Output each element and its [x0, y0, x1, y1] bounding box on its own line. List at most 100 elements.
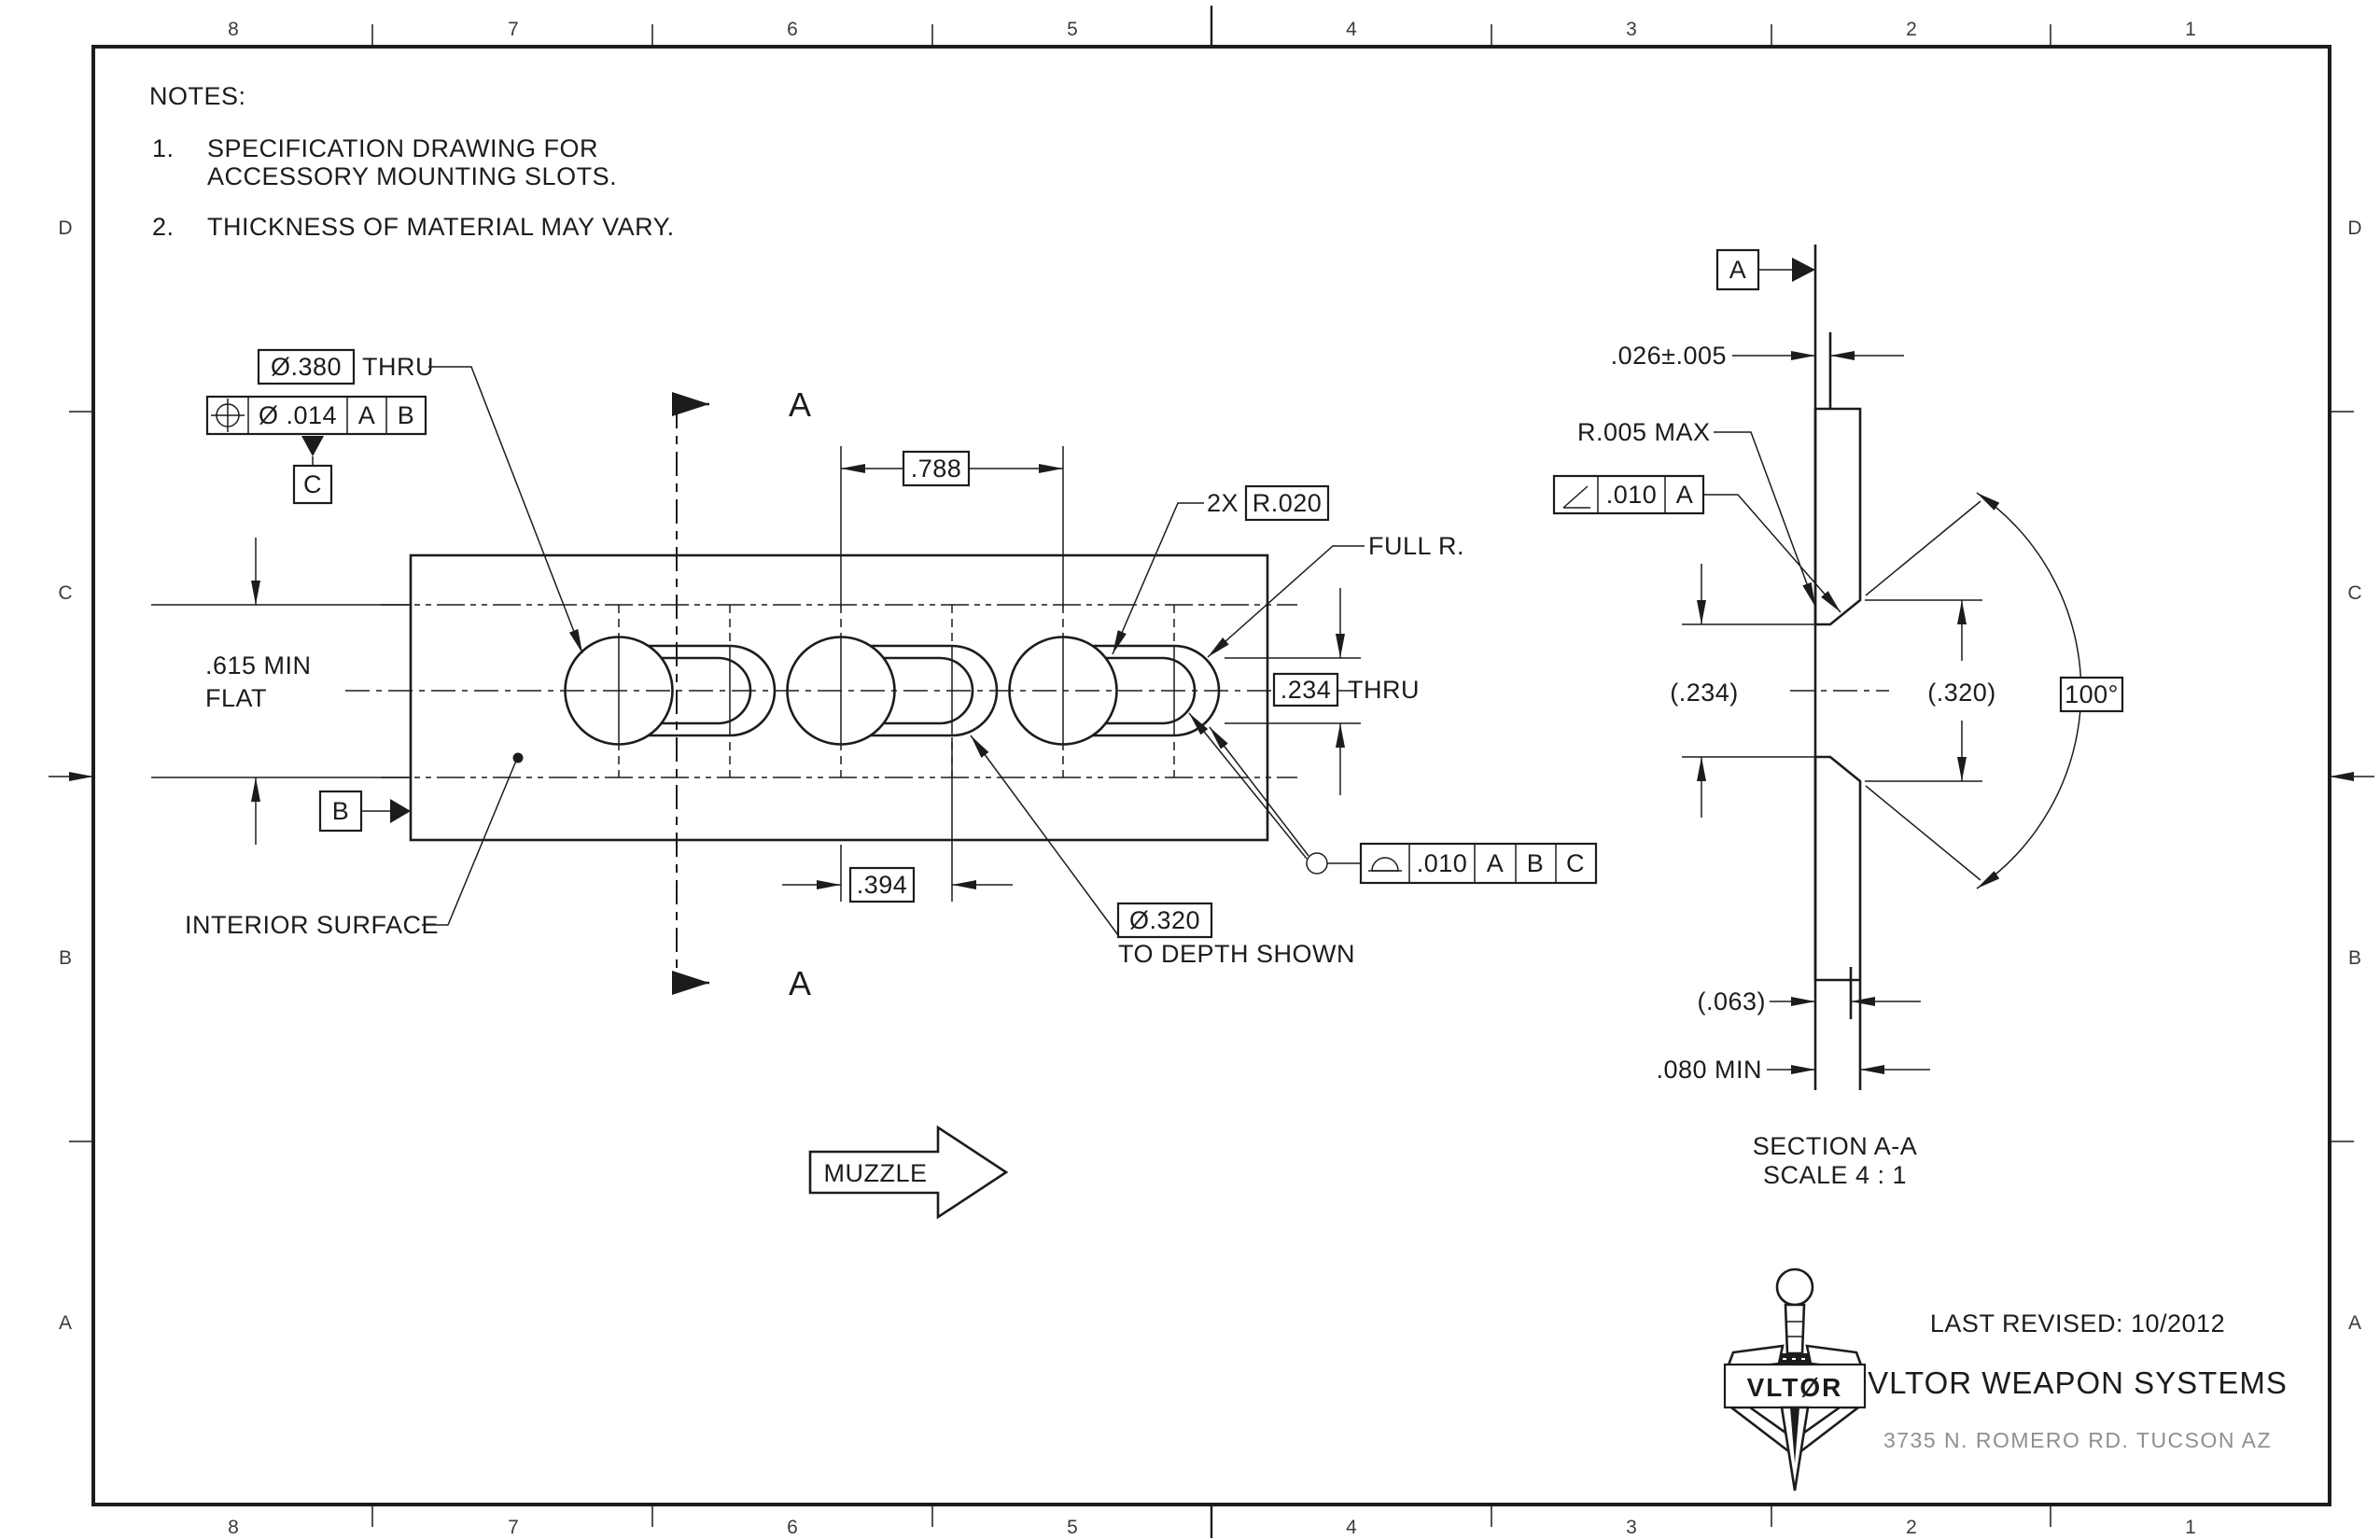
company-name: VLTOR WEAPON SYSTEMS	[1868, 1365, 2288, 1400]
callout-full-r: FULL R.	[1207, 532, 1464, 658]
note-2-line-1: THICKNESS OF MATERIAL MAY VARY.	[207, 213, 675, 241]
interior-surface-callout: INTERIOR SURFACE	[185, 752, 524, 939]
callout-r020: 2X R.020	[1112, 484, 1330, 655]
zone-bot-5: 5	[1067, 1517, 1078, 1538]
profile-fcf: .010 A B C	[1188, 712, 1598, 885]
zone-ticks-sides	[49, 411, 2374, 1142]
section-label-bottom: A	[789, 964, 812, 1002]
zone-right-a: A	[2348, 1312, 2361, 1334]
zone-bot-2: 2	[1906, 1517, 1917, 1538]
dim-788-value: .788	[911, 455, 962, 483]
note-1-line-1: SPECIFICATION DRAWING FOR	[207, 134, 598, 162]
position-datum-2: B	[398, 401, 415, 429]
vltor-logo-icon: VLTØR	[1723, 1267, 1867, 1491]
dim-320-ref-value: (.320)	[1927, 679, 1996, 707]
dim-394-value: .394	[857, 871, 908, 899]
zone-top-7: 7	[508, 19, 519, 40]
section-caption-line-1: SECTION A-A	[1753, 1132, 1918, 1160]
section-hatch-top	[1813, 407, 1862, 626]
section-view: A .026±.005 R.005 MAX .010 A	[1552, 245, 2124, 1189]
last-revised: LAST REVISED: 10/2012	[1930, 1309, 2225, 1337]
notes-heading: NOTES:	[149, 82, 246, 110]
section-label-top: A	[789, 385, 812, 424]
datum-b-triangle-icon	[390, 799, 411, 823]
dim-026-value: .026±.005	[1611, 342, 1727, 370]
dim-615-line-1: .615 MIN	[205, 651, 312, 679]
zone-top-2: 2	[1906, 19, 1917, 40]
datum-b-flag: B	[318, 790, 411, 833]
muzzle-label: MUZZLE	[824, 1159, 928, 1187]
position-fcf: Ø .014 A B C	[205, 395, 427, 505]
datum-b-label: B	[332, 797, 350, 825]
zone-left-a: A	[59, 1312, 72, 1334]
keyhole-slot-2	[786, 605, 999, 777]
datum-c-box	[292, 464, 333, 505]
zone-top-8: 8	[228, 19, 239, 40]
note-1-line-2: ACCESSORY MOUNTING SLOTS.	[207, 162, 617, 190]
profile-tolerance: .010	[1417, 849, 1468, 877]
dia-380-box	[257, 348, 356, 385]
note-2-number: 2.	[152, 213, 175, 241]
section-hatch-bottom	[1813, 755, 1862, 982]
zone-bot-3: 3	[1626, 1517, 1637, 1538]
zone-right-d: D	[2347, 217, 2361, 239]
full-r-leader	[1207, 545, 1365, 658]
company-address: 3735 N. ROMERO RD. TUCSON AZ	[1883, 1428, 2272, 1452]
position-tolerance: Ø .014	[259, 401, 337, 429]
logo-text: VLTØR	[1747, 1373, 1843, 1402]
zone-left-b: B	[59, 947, 72, 969]
zone-bot-8: 8	[228, 1517, 239, 1538]
dim-080-value: .080 MIN	[1656, 1056, 1762, 1084]
zone-bot-4: 4	[1346, 1517, 1357, 1538]
interior-surface-label: INTERIOR SURFACE	[185, 911, 439, 939]
r005-label: R.005 MAX	[1577, 418, 1711, 446]
dim-080: .080 MIN	[1656, 1056, 1930, 1084]
zone-top-1: 1	[2185, 19, 2196, 40]
angularity-tolerance: .010	[1606, 481, 1658, 509]
zone-left-d: D	[58, 217, 72, 239]
profile-datum-2: B	[1527, 849, 1545, 877]
r020-qty: 2X	[1207, 489, 1239, 517]
muzzle-arrow-icon	[808, 1125, 1009, 1220]
counterbore-leader	[970, 735, 1119, 936]
position-datum-1: A	[358, 401, 376, 429]
angularity-fcf: .010 A	[1552, 474, 1841, 613]
zone-bot-7: 7	[508, 1517, 519, 1538]
dim-394: .394	[782, 737, 1013, 903]
dia-380-value: Ø.380	[271, 353, 342, 381]
note-1-number: 1.	[152, 134, 175, 162]
zone-ticks-top	[371, 6, 2051, 47]
dim-234: .234 THRU	[1225, 588, 1420, 795]
section-caption-line-2: SCALE 4 : 1	[1763, 1161, 1907, 1189]
datum-a-triangle-icon	[1792, 258, 1815, 282]
dim-788: .788	[840, 446, 1064, 607]
full-r-label: FULL R.	[1368, 532, 1464, 560]
leader-dot-icon	[512, 752, 524, 763]
zone-right-c: C	[2347, 582, 2361, 604]
notes-block: NOTES: 1. SPECIFICATION DRAWING FOR ACCE…	[149, 82, 675, 241]
zone-top-3: 3	[1626, 19, 1637, 40]
dia-380-suffix: THRU	[362, 353, 434, 381]
plate-outline	[409, 553, 1269, 842]
counterbore-value: Ø.320	[1129, 906, 1200, 934]
counterbore-callout: Ø.320 TO DEPTH SHOWN	[970, 735, 1355, 968]
profile-datum-3: C	[1566, 849, 1585, 877]
r020-value: R.020	[1253, 489, 1323, 517]
r020-leader	[1112, 502, 1204, 655]
profile-datum-1: A	[1487, 849, 1505, 877]
angle-value: 100°	[2065, 680, 2119, 708]
zone-top-6: 6	[787, 19, 798, 40]
leader-junction-icon	[1306, 852, 1328, 875]
angularity-symbol-icon	[1562, 485, 1590, 509]
dim-angle-100: 100°	[1976, 492, 2124, 889]
keyhole-slot-1	[564, 605, 777, 777]
section-cut-line: A A	[672, 385, 812, 1002]
datum-c-label: C	[303, 470, 322, 498]
datum-a-label: A	[1729, 256, 1747, 284]
callout-r005: R.005 MAX	[1577, 418, 1816, 608]
dim-234-value: .234	[1281, 676, 1332, 704]
title-block: VLTØR LAST REVISED: 10/2012 VLTOR WEAPON…	[1723, 1267, 2288, 1491]
zone-right-b: B	[2348, 947, 2361, 969]
